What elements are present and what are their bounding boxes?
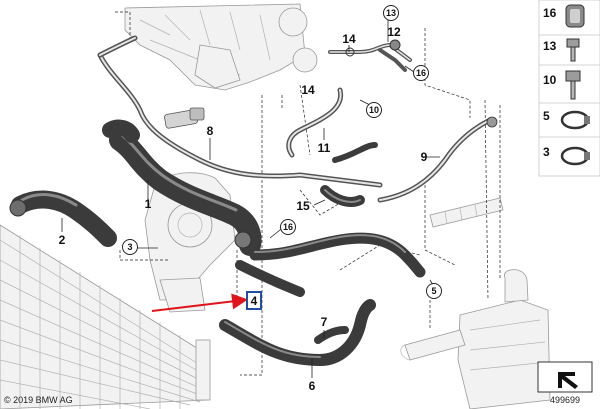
screw-part-icon [565, 70, 581, 100]
callout-2[interactable]: 2 [59, 233, 66, 247]
callout-1[interactable]: 1 [145, 197, 152, 211]
hose-2 [9, 190, 117, 247]
coolant-pipe-11 [286, 87, 378, 163]
callout-5[interactable]: 5 [431, 286, 436, 296]
hose-1 [102, 119, 262, 256]
legend-item-5[interactable]: 5 [543, 109, 550, 123]
legend-item-3[interactable]: 3 [543, 145, 550, 159]
callout-16a[interactable]: 16 [416, 68, 426, 78]
sensor-top [378, 39, 407, 72]
hose-15 [320, 185, 365, 207]
bolt-part-icon [566, 38, 580, 62]
callout-13[interactable]: 13 [386, 8, 396, 18]
callout-4-highlighted[interactable]: 4 [251, 294, 258, 308]
hose-6 [219, 299, 376, 366]
part-7 [314, 326, 349, 344]
callout-11[interactable]: 11 [318, 141, 331, 155]
callout-14a[interactable]: 14 [342, 32, 356, 46]
hose-clamp-icon [560, 146, 590, 166]
sensor-part-icon [565, 4, 585, 28]
callout-14b[interactable]: 14 [301, 83, 315, 97]
sensor-middle [234, 231, 252, 249]
callout-6[interactable]: 6 [309, 379, 316, 393]
callout-15[interactable]: 15 [296, 199, 310, 213]
arrow-down-left-icon [537, 361, 593, 393]
copyright-text: © 2019 BMW AG [4, 395, 73, 405]
diagram-number: 499699 [550, 395, 580, 405]
legend-item-10[interactable]: 10 [543, 73, 557, 87]
sensor-fitting-ghost [429, 197, 504, 228]
coolant-pipe-upper [97, 35, 383, 188]
callout-16b[interactable]: 16 [283, 222, 293, 232]
expansion-tank-ghost [400, 269, 551, 409]
legend-panel: 16 13 10 5 3 [538, 0, 600, 177]
callout-7[interactable]: 7 [321, 315, 328, 329]
callout-10[interactable]: 10 [369, 105, 379, 115]
red-arrow [151, 293, 248, 312]
coolant-pipe-right [377, 116, 498, 203]
legend-item-13[interactable]: 13 [543, 39, 557, 53]
clamp-part-icon [560, 110, 590, 130]
legend-item-16[interactable]: 16 [543, 6, 557, 20]
hose-middle-right [235, 232, 426, 297]
radiator-ghost [0, 224, 211, 409]
callout-3[interactable]: 3 [127, 242, 132, 252]
engine-block-ghost [124, 3, 318, 91]
callout-8[interactable]: 8 [207, 124, 214, 138]
callout-12[interactable]: 12 [387, 25, 401, 39]
callout-9[interactable]: 9 [421, 150, 428, 164]
